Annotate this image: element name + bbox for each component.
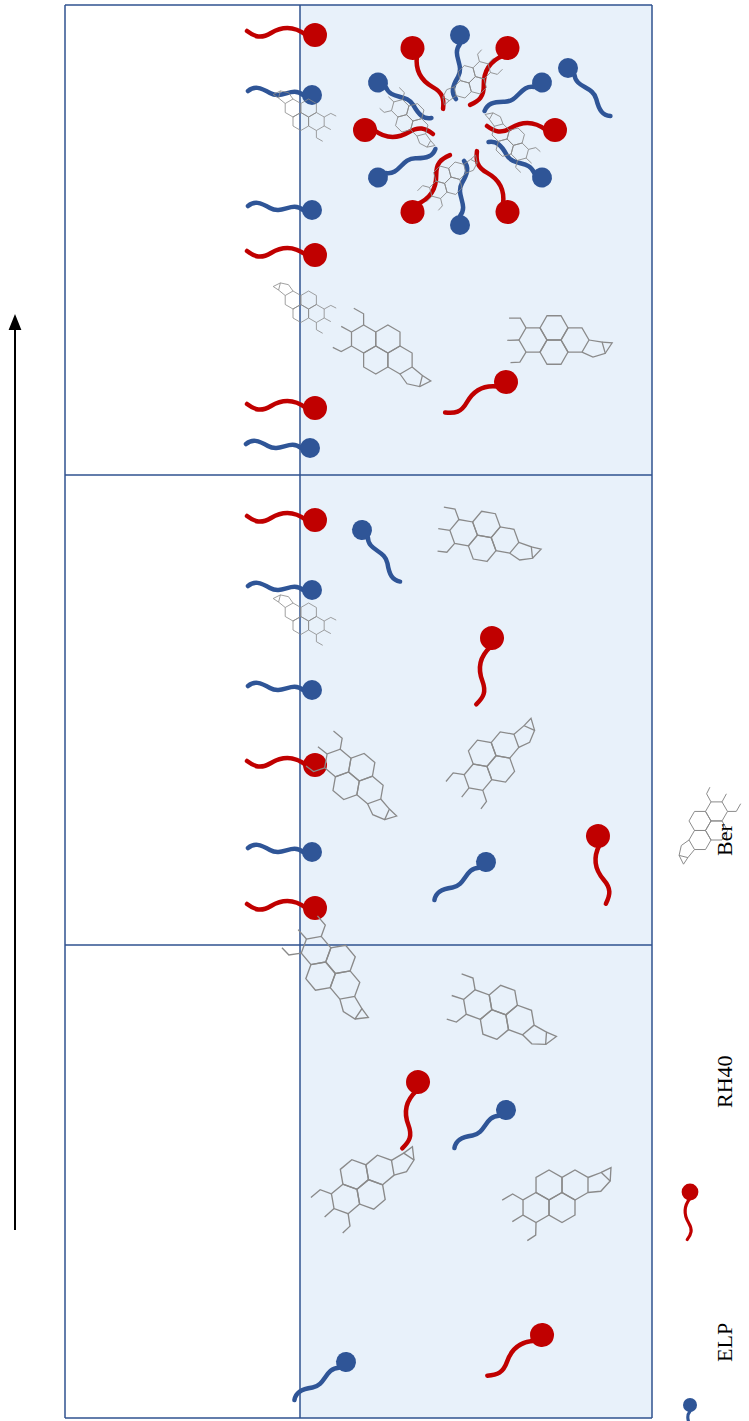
legend-label: ELP [714, 1323, 736, 1362]
legend-label: RH40 [714, 1055, 736, 1108]
legend-label: Ber [714, 824, 736, 856]
